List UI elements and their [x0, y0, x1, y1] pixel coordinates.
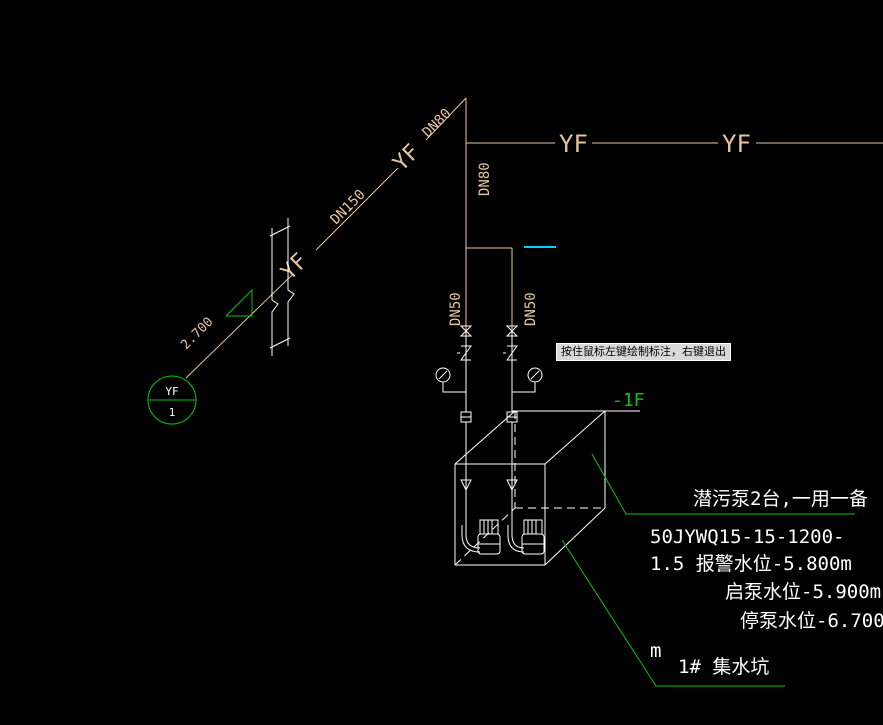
index-code: YF	[165, 385, 178, 398]
vertical-riser	[465, 98, 513, 330]
start-level: 启泵水位-5.900m	[725, 581, 881, 603]
index-circle	[147, 375, 197, 425]
wall-break-marks	[269, 218, 295, 356]
riser-label-dn80: DN80	[477, 162, 493, 196]
right-branch-fittings	[503, 325, 543, 423]
diagonal-label-yf-2: YF	[277, 249, 313, 285]
diagonal-label-dn80: DN80	[420, 106, 455, 141]
stop-level: 停泵水位-6.700	[740, 610, 883, 632]
alarm-level: 1.5 报警水位-5.800m	[650, 553, 852, 575]
sump-pit-box	[454, 410, 606, 566]
pump-title: 潜污泵2台,一用一备	[693, 488, 868, 510]
index-number: 1	[169, 406, 176, 419]
command-tooltip: 按住鼠标左键绘制标注，右键退出	[556, 343, 731, 361]
pump-model: 50JYWQ15-15-1200-	[650, 526, 844, 548]
elevation-marker	[225, 288, 253, 317]
diagonal-pipe	[185, 97, 467, 379]
unit-m: m	[650, 640, 661, 662]
diagonal-label-dn150: DN150	[328, 187, 369, 228]
pit-name: 1# 集水坑	[678, 656, 769, 678]
floor-label: -1F	[612, 390, 645, 411]
branch-label-dn50-left: DN50	[448, 292, 464, 326]
pump-right	[507, 519, 545, 555]
diagonal-label-yf: YF	[389, 140, 425, 176]
pump-leader-line	[591, 453, 855, 515]
sump-pit-hidden-edges	[454, 411, 605, 566]
pipe-label-yf-2: YF	[722, 130, 751, 158]
pump-left	[461, 519, 501, 555]
left-branch-fittings	[435, 325, 473, 423]
pipe-label-yf-1: YF	[559, 130, 588, 158]
branch-label-dn50-right: DN50	[523, 292, 539, 326]
pit-leader-line	[561, 539, 785, 687]
pit-pump-pipes	[460, 422, 518, 525]
elevation-label: 2.700	[178, 315, 216, 353]
